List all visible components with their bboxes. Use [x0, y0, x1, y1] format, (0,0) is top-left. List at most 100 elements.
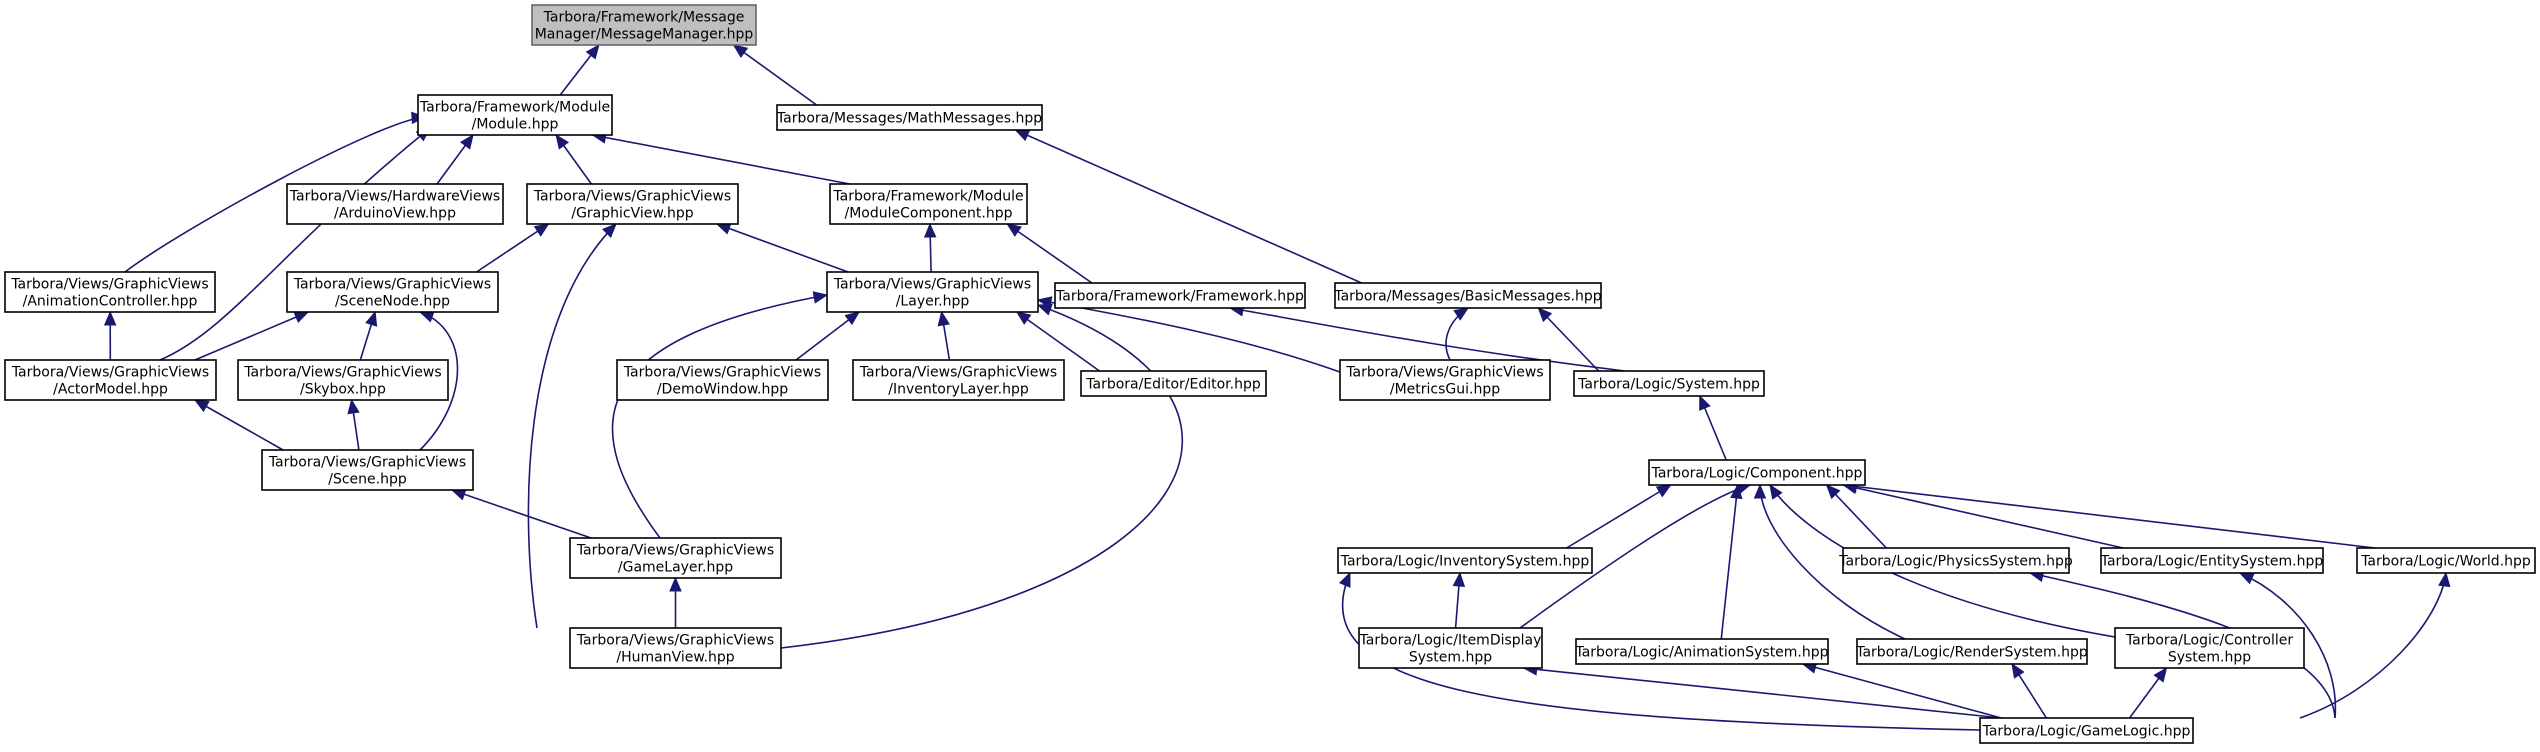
- node-label-line: Tarbora/Views/GraphicViews: [533, 189, 731, 205]
- node-render-system[interactable]: Tarbora/Logic/RenderSystem.hpp: [1855, 638, 2088, 665]
- edge-game-layer-to-human-view: [669, 576, 682, 628]
- edge-line: [1519, 484, 1751, 629]
- edge-line: [1016, 311, 1100, 372]
- node-label-line: Tarbora/Logic/GameLogic.hpp: [1982, 724, 2191, 740]
- node-system[interactable]: Tarbora/Logic/System.hpp: [1573, 370, 1765, 397]
- node-arduino-view[interactable]: Tarbora/Views/HardwareViews/ArduinoView.…: [286, 183, 504, 225]
- node-game-logic[interactable]: Tarbora/Logic/GameLogic.hpp: [1979, 717, 2194, 744]
- edge-scene-node-to-skybox: [359, 310, 378, 361]
- node-layer[interactable]: Tarbora/Views/GraphicViews/Layer.hpp: [826, 271, 1039, 313]
- node-label-line: Tarbora/Logic/PhysicsSystem.hpp: [1838, 554, 2073, 570]
- node-box: [417, 94, 613, 136]
- node-label-line: Tarbora/Views/GraphicViews: [11, 365, 209, 381]
- node-label-line: Tarbora/Messages/BasicMessages.hpp: [1333, 289, 1601, 305]
- node-label-line: System.hpp: [1409, 650, 1492, 666]
- edge-arrowhead: [2238, 572, 2255, 585]
- edge-component-to-entity-system: [1842, 481, 2124, 549]
- node-physics-system[interactable]: Tarbora/Logic/PhysicsSystem.hpp: [1838, 547, 2073, 574]
- edge-arrowhead: [347, 398, 360, 415]
- edge-arrowhead: [937, 310, 950, 327]
- edge-line: [1229, 307, 1626, 372]
- node-module-component[interactable]: Tarbora/Framework/Module/ModuleComponent…: [829, 183, 1028, 225]
- edge-arrowhead: [602, 223, 617, 238]
- edge-arrowhead: [585, 43, 600, 60]
- edge-line: [194, 311, 309, 361]
- edge-arrowhead: [1338, 571, 1351, 588]
- node-world[interactable]: Tarbora/Logic/World.hpp: [2356, 547, 2536, 574]
- edge-arrowhead: [1006, 223, 1022, 237]
- node-scene[interactable]: Tarbora/Views/GraphicViews/Scene.hpp: [261, 449, 474, 491]
- node-basic-messages[interactable]: Tarbora/Messages/BasicMessages.hpp: [1333, 282, 1602, 309]
- node-label-line: Tarbora/Views/GraphicViews: [10, 277, 208, 293]
- node-label-line: /HumanView.hpp: [616, 650, 734, 666]
- edge-item-display-system-to-game-logic: [1522, 663, 2002, 719]
- edge-arrowhead: [1769, 483, 1783, 500]
- edge-arrowhead: [1453, 307, 1470, 321]
- edge-layer-to-editor: [1015, 311, 1100, 372]
- node-label-line: /MetricsGui.hpp: [1390, 382, 1500, 398]
- node-label-line: Manager/MessageManager.hpp: [535, 27, 754, 43]
- edge-message-manager-to-module: [559, 43, 600, 96]
- node-module[interactable]: Tarbora/Framework/Module/Module.hpp: [417, 94, 613, 136]
- node-box: [286, 183, 504, 225]
- node-inventory-layer[interactable]: Tarbora/Views/GraphicViews/InventoryLaye…: [852, 359, 1065, 401]
- edge-animation-controller-to-actor-model: [103, 310, 117, 361]
- edge-arrowhead: [1825, 484, 1841, 500]
- node-graphic-view[interactable]: Tarbora/Views/GraphicViews/GraphicView.h…: [526, 183, 739, 225]
- edge-scene-to-game-layer: [450, 488, 592, 539]
- node-demo-window[interactable]: Tarbora/Views/GraphicViews/DemoWindow.hp…: [616, 359, 829, 401]
- edge-render-system-to-game-logic: [2011, 662, 2048, 719]
- edge-line: [2029, 572, 2336, 719]
- edge-arrowhead: [2011, 662, 2025, 679]
- node-message-manager[interactable]: Tarbora/Framework/MessageManager/Message…: [531, 4, 757, 46]
- node-animation-system[interactable]: Tarbora/Logic/AnimationSystem.hpp: [1574, 638, 1829, 665]
- node-box: [852, 359, 1065, 401]
- node-label-line: Tarbora/Views/GraphicViews: [293, 277, 491, 293]
- node-entity-system[interactable]: Tarbora/Logic/EntitySystem.hpp: [2100, 547, 2324, 574]
- edge-line: [159, 127, 431, 361]
- node-metrics-gui[interactable]: Tarbora/Views/GraphicViews/MetricsGui.hp…: [1339, 359, 1551, 401]
- node-label-line: System.hpp: [2168, 650, 2251, 666]
- edge-inventory-system-to-item-display-system: [1452, 571, 1466, 629]
- node-label-line: /AnimationController.hpp: [23, 294, 198, 310]
- node-inventory-system[interactable]: Tarbora/Logic/InventorySystem.hpp: [1337, 547, 1593, 574]
- node-label-line: Tarbora/Views/HardwareViews: [289, 189, 500, 205]
- node-component[interactable]: Tarbora/Logic/Component.hpp: [1648, 459, 1866, 486]
- node-label-line: Tarbora/Framework/Message: [543, 10, 745, 26]
- edge-actor-model-to-scene: [193, 399, 284, 451]
- node-label-line: Tarbora/Messages/MathMessages.hpp: [776, 111, 1042, 127]
- node-box: [1573, 370, 1765, 397]
- node-box: [1648, 459, 1866, 486]
- node-editor[interactable]: Tarbora/Editor/Editor.hpp: [1080, 370, 1267, 397]
- edge-line: [1523, 667, 2002, 719]
- node-animation-controller[interactable]: Tarbora/Views/GraphicViews/AnimationCont…: [4, 271, 216, 313]
- node-label-line: /Module.hpp: [472, 117, 559, 133]
- node-framework[interactable]: Tarbora/Framework/Framework.hpp: [1054, 282, 1306, 309]
- edge-arrowhead: [1655, 484, 1672, 498]
- node-box: [2114, 627, 2305, 669]
- node-box: [826, 271, 1039, 313]
- node-label-line: Tarbora/Framework/Module: [419, 100, 610, 116]
- node-actor-model[interactable]: Tarbora/Views/GraphicViews/ActorModel.hp…: [4, 359, 217, 401]
- edge-arrowhead: [103, 310, 117, 326]
- node-label-line: /SceneNode.hpp: [335, 294, 450, 310]
- node-scene-node[interactable]: Tarbora/Views/GraphicViews/SceneNode.hpp: [286, 271, 499, 313]
- node-math-messages[interactable]: Tarbora/Messages/MathMessages.hpp: [776, 104, 1043, 131]
- node-label-line: Tarbora/Framework/Module: [832, 189, 1023, 205]
- node-label-line: Tarbora/Views/GraphicViews: [859, 365, 1057, 381]
- node-box: [569, 537, 782, 579]
- node-skybox[interactable]: Tarbora/Views/GraphicViews/Skybox.hpp: [237, 359, 449, 401]
- node-label-line: Tarbora/Logic/AnimationSystem.hpp: [1574, 645, 1828, 661]
- node-human-view[interactable]: Tarbora/Views/GraphicViews/HumanView.hpp: [569, 627, 782, 669]
- edge-line: [611, 294, 828, 539]
- node-label-line: Tarbora/Logic/Component.hpp: [1651, 466, 1863, 482]
- edge-line: [780, 304, 1183, 649]
- edge-layer-to-human-view: [780, 303, 1183, 649]
- edge-arrowhead: [1753, 483, 1767, 499]
- node-game-layer[interactable]: Tarbora/Views/GraphicViews/GameLayer.hpp: [569, 537, 782, 579]
- edge-line: [716, 223, 849, 273]
- node-box: [2100, 547, 2324, 574]
